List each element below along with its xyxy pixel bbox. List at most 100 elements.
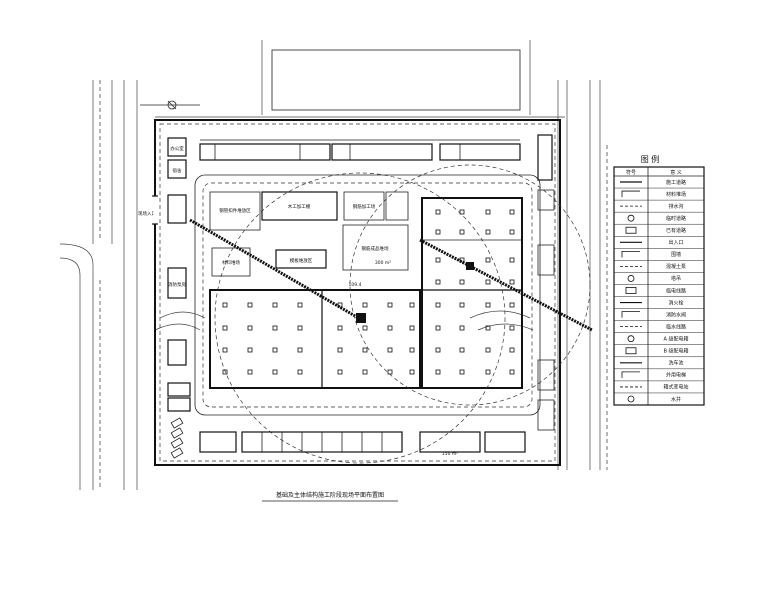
column-marker — [362, 347, 368, 353]
column-marker — [297, 325, 303, 331]
legend-row-label: 排水沟 — [668, 203, 683, 210]
well-icon — [627, 395, 635, 403]
column-marker — [459, 347, 465, 353]
column-marker — [222, 302, 228, 308]
scaffold-icon — [621, 371, 640, 378]
column-marker — [247, 302, 253, 308]
legend-row-label: B 级配电箱 — [663, 348, 688, 355]
column-marker — [297, 369, 303, 375]
legend-row: 外用电梯 — [614, 371, 704, 382]
column-marker — [337, 302, 343, 308]
bottom-curves — [154, 310, 534, 331]
column-marker — [222, 325, 228, 331]
column-marker — [337, 325, 343, 331]
column-marker — [337, 369, 343, 375]
legend-row-label: A 级配电箱 — [663, 336, 688, 343]
legend-row: 排水沟 — [614, 203, 704, 213]
column-marker — [459, 369, 465, 375]
column-marker — [409, 325, 415, 331]
legend-row-label: 出入口 — [668, 239, 683, 246]
legend-row: 混凝土泵 — [614, 263, 704, 273]
column-marker — [362, 369, 368, 375]
temp-road-icon — [627, 214, 635, 222]
column-marker — [435, 279, 441, 285]
column-marker — [409, 369, 415, 375]
legend-row-label: 施工道路 — [666, 179, 686, 186]
legend-row: 施工道路 — [614, 179, 704, 189]
rebar-shop-label: 钢筋加工场 — [353, 203, 376, 210]
column-marker — [509, 229, 515, 235]
legend-row-label: 水井 — [671, 396, 681, 403]
column-marker — [222, 347, 228, 353]
column-marker — [485, 347, 491, 353]
legend-row-label: 材料堆场 — [666, 191, 686, 198]
material-yard-label: 材料堆场 — [222, 259, 240, 266]
fire-pump-label: 消防泵房 — [168, 281, 186, 288]
processing-yards: 钢管扣件堆放区 木工加工棚 钢筋加工场 材料堆场 模板堆放区 钢筋成品堆场 30… — [209, 191, 458, 457]
fire-valve-icon — [621, 311, 640, 318]
dist-box-b-icon — [625, 347, 637, 355]
column-marker — [459, 209, 465, 215]
legend-symbol-header: 符号 — [626, 169, 636, 176]
dorm-label: 宿舍 — [173, 167, 182, 174]
legend-row: 洗车池 — [614, 360, 704, 370]
column-marker — [509, 302, 515, 308]
column-marker — [509, 369, 515, 375]
top-road — [155, 40, 565, 118]
column-marker — [459, 325, 465, 331]
power-supply — [140, 100, 200, 110]
tower-crane-icon — [627, 275, 635, 282]
site-fence — [154, 119, 561, 466]
column-marker — [435, 369, 441, 375]
area-300-label: 300 m² — [375, 260, 391, 266]
legend-row: 临水线路 — [614, 323, 704, 333]
legend-row: 临时道路 — [614, 214, 704, 225]
legend-row: 塔吊 — [614, 275, 704, 285]
column-marker — [485, 369, 491, 375]
legend-row: 临电线路 — [614, 287, 704, 297]
column-marker — [435, 257, 441, 263]
tower-crane-2 — [349, 164, 593, 406]
column-marker — [387, 325, 393, 331]
tower-crane-1 — [189, 172, 506, 464]
drawing-title: 基础及主体结构施工阶段现场平面布置图 — [276, 491, 384, 499]
column-marker — [459, 257, 465, 263]
legend-row: 出入口 — [614, 239, 704, 249]
column-marker — [485, 325, 491, 331]
site-gate — [152, 195, 158, 225]
legend-row-label: 围墙 — [671, 251, 681, 258]
column-marker — [485, 229, 491, 235]
column-marker — [272, 325, 278, 331]
legend-row-label: 临水线路 — [666, 323, 686, 330]
legend-row: B 级配电箱 — [614, 347, 704, 358]
column-marker — [247, 325, 253, 331]
column-marker — [272, 302, 278, 308]
column-marker — [387, 347, 393, 353]
legend-row: 消防水阀 — [614, 311, 704, 321]
rebar-yard-label: 钢筋成品堆场 — [362, 245, 389, 252]
column-marker — [485, 209, 491, 215]
column-marker — [435, 209, 441, 215]
legend: 图 例 符号 意 义 施工道路材料堆场排水沟临时道路已有道路出入口围墙混凝土泵塔… — [613, 154, 705, 406]
column-marker — [509, 347, 515, 353]
legend-row: 消火栓 — [614, 299, 704, 309]
steel-stack-label: 钢管扣件堆放区 — [219, 207, 251, 214]
power-line-icon — [625, 287, 637, 294]
office-label: 办公室 — [170, 145, 184, 152]
legend-row-label: 临时道路 — [666, 215, 686, 222]
column-marker — [409, 302, 415, 308]
column-marker — [509, 279, 515, 285]
column-marker — [247, 369, 253, 375]
legend-row: 材料堆场 — [614, 190, 704, 201]
template-stack-label: 模板堆放区 — [290, 257, 313, 264]
legend-row-label: 外用电梯 — [666, 372, 686, 379]
legend-row-label: 箱式变电站 — [663, 384, 688, 391]
material-icon — [621, 190, 640, 198]
column-marker — [435, 229, 441, 235]
column-marker — [485, 302, 491, 308]
legend-row-label: 混凝土泵 — [666, 263, 686, 270]
column-marker — [247, 347, 253, 353]
column-marker — [362, 325, 368, 331]
column-marker — [272, 347, 278, 353]
